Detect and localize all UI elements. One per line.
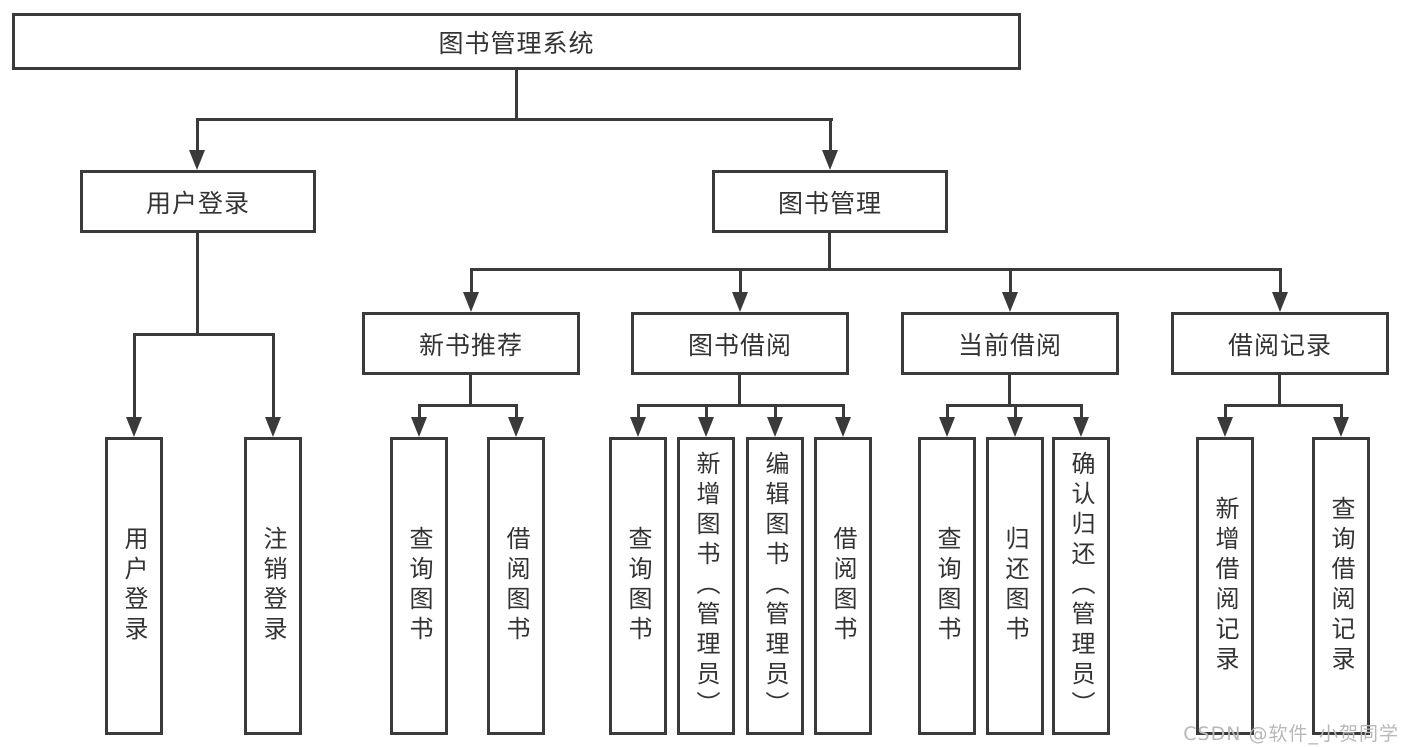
connector-records-stem <box>1278 375 1281 406</box>
node-current-borrowing: 当前借阅 <box>901 312 1119 375</box>
node-user-login-label: 用户登录 <box>145 188 250 218</box>
connector-borrowing-stem <box>738 375 741 406</box>
leaf-logout-label: 注销登录 <box>259 526 287 646</box>
arrow-leaf-confirm-return <box>1073 404 1089 437</box>
leaf-add-borrow-record-label: 新增借阅记录 <box>1211 496 1239 676</box>
leaf-recommend-query-books: 查询图书 <box>390 437 448 735</box>
leaf-borrow-books-label: 借阅图书 <box>829 526 857 646</box>
arrow-leaf-add-record <box>1217 404 1233 437</box>
node-new-book-recommend: 新书推荐 <box>362 312 580 375</box>
leaf-confirm-return-admin: 确认归还（管理员） <box>1052 437 1110 735</box>
leaf-user-login-label: 用户登录 <box>120 526 148 646</box>
node-book-borrowing: 图书借阅 <box>631 312 849 375</box>
leaf-logout: 注销登录 <box>244 437 302 735</box>
leaf-return-books: 归还图书 <box>986 437 1044 735</box>
node-book-management: 图书管理 <box>712 170 948 233</box>
arrow-book-management <box>822 118 838 170</box>
connector-root-stem <box>515 70 518 118</box>
node-borrowing-records-label: 借阅记录 <box>1227 330 1332 360</box>
node-root: 图书管理系统 <box>12 13 1021 70</box>
leaf-confirm-return-admin-label: 确认归还（管理员） <box>1067 451 1095 721</box>
leaf-recommend-borrow-books-label: 借阅图书 <box>502 526 530 646</box>
leaf-edit-books-admin-label: 编辑图书（管理员） <box>761 451 789 721</box>
connector-recommend-bus <box>419 404 518 407</box>
arrow-leaf-recommend-query <box>411 404 427 437</box>
connector-borrowing-bus <box>638 404 845 407</box>
leaf-recommend-borrow-books: 借阅图书 <box>487 437 545 735</box>
connector-current-stem <box>1008 375 1011 406</box>
watermark-text: CSDN @软件_小贺同学 <box>1183 723 1399 745</box>
leaf-recommend-query-books-label: 查询图书 <box>405 526 433 646</box>
leaf-return-books-label: 归还图书 <box>1001 526 1029 646</box>
arrow-leaf-add-books <box>698 404 714 437</box>
arrow-leaf-query-record <box>1333 404 1349 437</box>
leaf-edit-books-admin: 编辑图书（管理员） <box>746 437 804 735</box>
connector-level3-bus <box>471 268 1282 271</box>
leaf-add-books-admin: 新增图书（管理员） <box>677 437 735 735</box>
arrow-user-login <box>189 118 205 170</box>
arrow-borrowing-records <box>1272 268 1288 312</box>
node-book-management-label: 图书管理 <box>777 188 882 218</box>
leaf-query-borrow-record: 查询借阅记录 <box>1312 437 1370 735</box>
leaf-borrow-query-books-label: 查询图书 <box>624 526 652 646</box>
arrow-current-borrowing <box>1002 268 1018 312</box>
arrow-leaf-logout <box>265 333 281 437</box>
connector-user-login-bus <box>134 333 275 336</box>
arrow-leaf-current-query <box>939 404 955 437</box>
arrow-new-book-recommend <box>463 268 479 312</box>
connector-recommend-stem <box>469 375 472 406</box>
arrow-leaf-return-books <box>1007 404 1023 437</box>
leaf-add-borrow-record: 新增借阅记录 <box>1196 437 1254 735</box>
arrow-leaf-edit-books <box>767 404 783 437</box>
arrow-leaf-recommend-borrow <box>508 404 524 437</box>
leaf-user-login: 用户登录 <box>105 437 163 735</box>
arrow-leaf-borrow-books <box>835 404 851 437</box>
connector-level2-bus <box>197 118 833 121</box>
leaf-current-query-books-label: 查询图书 <box>933 526 961 646</box>
node-new-book-recommend-label: 新书推荐 <box>418 330 523 360</box>
leaf-borrow-query-books: 查询图书 <box>609 437 667 735</box>
connector-user-login-stem <box>196 233 199 335</box>
node-user-login: 用户登录 <box>80 170 316 233</box>
connector-book-management-stem <box>828 233 831 271</box>
leaf-borrow-books: 借阅图书 <box>814 437 872 735</box>
arrow-book-borrowing <box>732 268 748 312</box>
node-current-borrowing-label: 当前借阅 <box>957 330 1062 360</box>
leaf-add-books-admin-label: 新增图书（管理员） <box>692 451 720 721</box>
node-borrowing-records: 借阅记录 <box>1171 312 1389 375</box>
node-root-label: 图书管理系统 <box>438 28 595 58</box>
connector-records-bus <box>1225 404 1343 407</box>
arrow-leaf-user-login <box>126 333 142 437</box>
leaf-current-query-books: 查询图书 <box>918 437 976 735</box>
leaf-query-borrow-record-label: 查询借阅记录 <box>1327 496 1355 676</box>
arrow-leaf-borrow-query <box>630 404 646 437</box>
node-book-borrowing-label: 图书借阅 <box>687 330 792 360</box>
